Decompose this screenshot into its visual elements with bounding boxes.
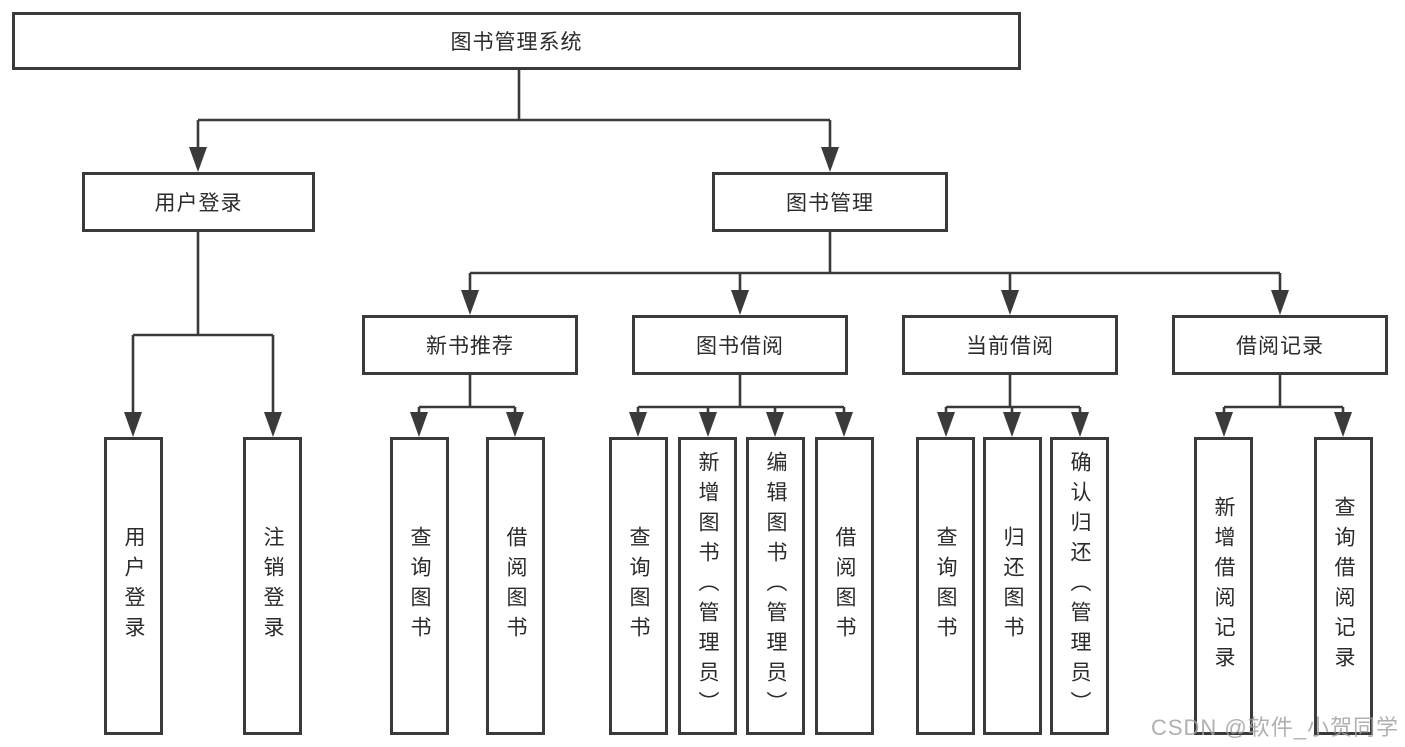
connector-lines (131, 70, 1345, 414)
leaf-logout: 注销登录 (243, 437, 302, 735)
node-root: 图书管理系统 (12, 12, 1021, 70)
node-root-label: 图书管理系统 (450, 31, 583, 54)
node-label: 查询图书 (408, 526, 431, 646)
node-label: 当前借阅 (966, 335, 1054, 358)
node-label: 查询图书 (934, 526, 957, 646)
leaf-user-login: 用户登录 (104, 437, 163, 735)
connector-arrowheads (124, 147, 1352, 437)
node-label: 用户登录 (122, 526, 145, 646)
node-label: 新增图书（管理员） (696, 451, 719, 721)
leaf-confirm-return-admin: 确认归还（管理员） (1050, 437, 1109, 735)
node-current-borrowing: 当前借阅 (902, 315, 1118, 375)
leaf-borrow-books-2: 借阅图书 (815, 437, 874, 735)
node-label: 借阅图书 (833, 526, 856, 646)
node-label: 新书推荐 (426, 335, 514, 358)
node-label: 图书借阅 (696, 335, 784, 358)
node-label: 用户登录 (154, 192, 243, 215)
leaf-query-borrow-record: 查询借阅记录 (1314, 437, 1373, 735)
leaf-edit-books-admin: 编辑图书（管理员） (746, 437, 805, 735)
node-label: 注销登录 (261, 526, 284, 646)
node-new-book-recommend: 新书推荐 (362, 315, 578, 375)
node-user-login-branch: 用户登录 (82, 172, 315, 232)
node-book-management-branch: 图书管理 (712, 172, 948, 232)
node-label: 查询借阅记录 (1332, 496, 1355, 676)
node-borrowing-records: 借阅记录 (1172, 315, 1388, 375)
node-book-borrowing: 图书借阅 (632, 315, 848, 375)
leaf-borrow-books-1: 借阅图书 (486, 437, 545, 735)
leaf-return-books: 归还图书 (983, 437, 1042, 735)
leaf-query-books-2: 查询图书 (609, 437, 668, 735)
watermark: CSDN @软件_小贺同学 (1150, 715, 1399, 740)
leaf-query-books-1: 查询图书 (390, 437, 449, 735)
node-label: 查询图书 (627, 526, 650, 646)
node-label: 归还图书 (1001, 526, 1024, 646)
node-label: 图书管理 (786, 192, 874, 215)
node-label: 新增借阅记录 (1212, 496, 1235, 676)
node-label: 确认归还（管理员） (1068, 451, 1091, 721)
node-label: 编辑图书（管理员） (764, 451, 787, 721)
node-label: 借阅记录 (1236, 335, 1324, 358)
leaf-add-books-admin: 新增图书（管理员） (678, 437, 737, 735)
leaf-add-borrow-record: 新增借阅记录 (1194, 437, 1253, 735)
leaf-query-books-3: 查询图书 (916, 437, 975, 735)
node-label: 借阅图书 (504, 526, 527, 646)
